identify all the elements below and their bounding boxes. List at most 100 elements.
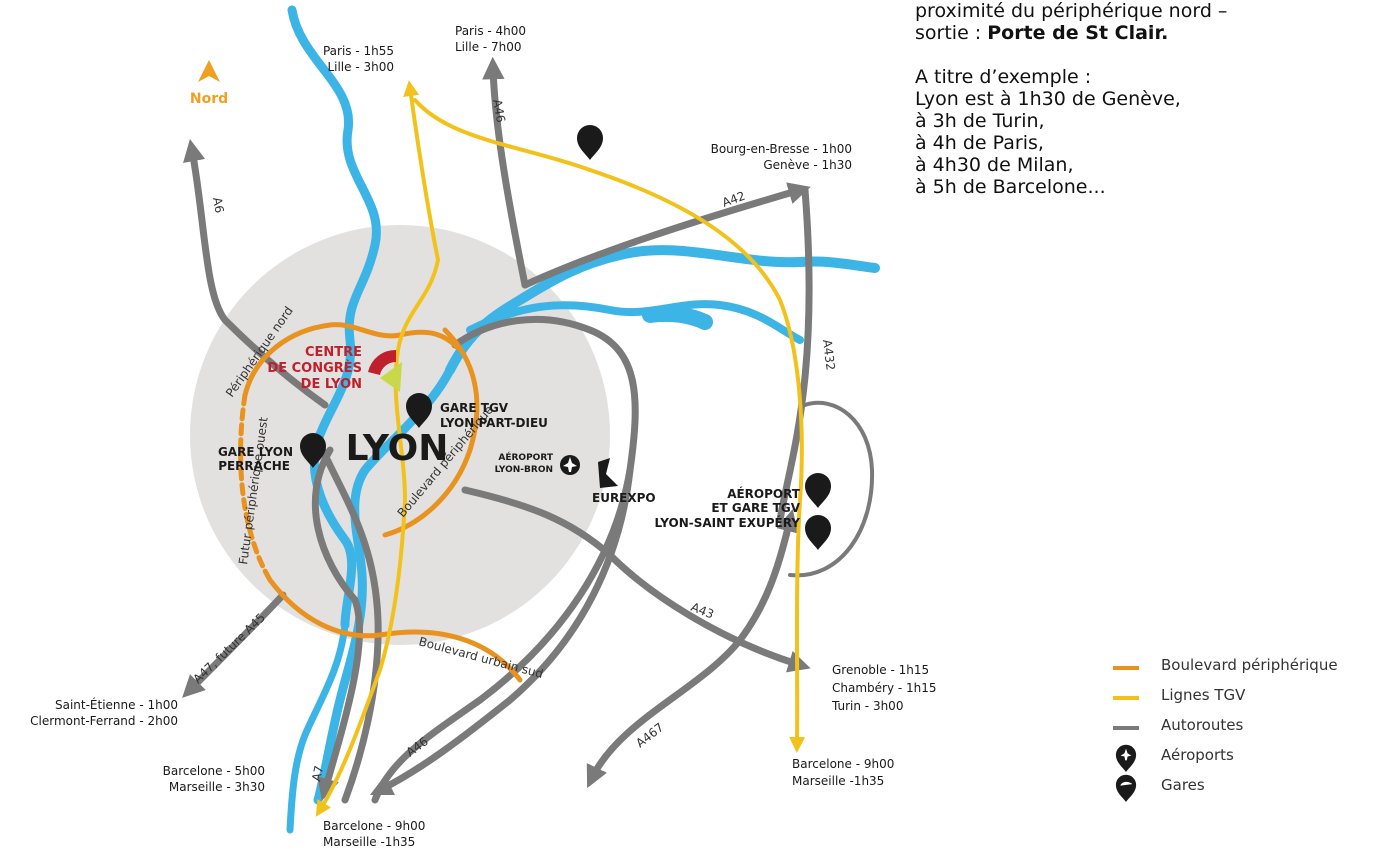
- example-item: à 4h de Paris,: [915, 132, 1044, 154]
- station-part-dieu-label-1: GARE TGV: [440, 401, 509, 415]
- legend-label: Autoroutes: [1161, 716, 1244, 734]
- dest-barcelona-east-2: Marseille -1h35: [792, 774, 884, 788]
- legend-label: Lignes TGV: [1161, 686, 1246, 704]
- dest-barcelona-west: Barcelone - 5h00 Marseille - 3h30: [163, 764, 265, 794]
- dest-barcelona-west-2: Marseille - 3h30: [169, 780, 265, 794]
- info-line-2-prefix: sortie :: [915, 22, 988, 44]
- city-label: LYON: [346, 428, 449, 469]
- example-item: Lyon est à 1h30 de Genève,: [915, 88, 1181, 110]
- congress-center-wedge: [380, 362, 402, 392]
- example-intro: A titre d’exemple :: [915, 66, 1092, 88]
- dest-barcelona-west-1: Barcelone - 5h00: [163, 764, 265, 778]
- ring-south: [267, 577, 523, 683]
- dest-grenoble-3: Turin - 3h00: [831, 699, 903, 713]
- dest-road-paris-2: Lille - 7h00: [455, 40, 522, 54]
- legend-swatch-highway: [1113, 726, 1139, 730]
- highway-a467: [586, 509, 799, 789]
- station-perrache-label-2: PERRACHE: [218, 459, 290, 473]
- legend-item-airport: Aéroports: [1105, 742, 1375, 772]
- dest-barcelona-south-2: Marseille -1h35: [323, 835, 415, 849]
- station-perrache: GARE LYON PERRACHE: [218, 433, 326, 473]
- dest-road-paris: Paris - 4h00 Lille - 7h00: [455, 24, 526, 54]
- dest-barcelona-south: Barcelone - 9h00 Marseille -1h35: [323, 819, 425, 849]
- example-item: à 4h30 de Milan,: [915, 154, 1074, 176]
- eurexpo: EUREXPO: [592, 458, 656, 505]
- congress-center-icon: [368, 349, 396, 375]
- north-arrow-icon: [198, 60, 220, 82]
- airport-bron-label-2: LYON-BRON: [495, 465, 553, 475]
- road-label-a7: A7: [309, 764, 326, 782]
- exit-name: Porte de St Clair.: [987, 22, 1169, 44]
- airport-bron-label-1: AÉROPORT: [498, 451, 553, 463]
- legend: Boulevard périphérique Lignes TGV Autoro…: [1105, 652, 1375, 802]
- legend-item-tgv: Lignes TGV: [1105, 682, 1375, 712]
- dest-saint-etienne: Saint-Étienne - 1h00 Clermont-Ferrand - …: [30, 697, 178, 728]
- legend-item-ring: Boulevard périphérique: [1105, 652, 1375, 682]
- road-label-a47: A47, future A45: [190, 610, 268, 686]
- station-part-dieu: GARE TGV LYON PART-DIEU: [406, 393, 548, 430]
- dest-saint-etienne-2: Clermont-Ferrand - 2h00: [30, 714, 178, 728]
- highway-a42: [521, 182, 811, 289]
- dest-grenoble: Grenoble - 1h15 Chambéry - 1h15 Turin - …: [831, 663, 937, 713]
- dest-road-paris-1: Paris - 4h00: [455, 24, 526, 38]
- train-pin-icon: [1115, 774, 1137, 802]
- highway-a7-inner: [314, 436, 382, 804]
- dest-tgv-paris-2: Lille - 3h00: [327, 60, 394, 74]
- access-map: Nord CENTRE DE CONGRÈS DE LYON LYON Péri…: [30, 5, 937, 849]
- legend-swatch-ring: [1113, 666, 1139, 670]
- road-label-a6: A6: [210, 196, 227, 214]
- congress-label-1: CENTRE: [305, 345, 362, 360]
- legend-label: Aéroports: [1161, 746, 1234, 764]
- stexupery-label-3: LYON-SAINT EXUPÉRY: [654, 515, 800, 530]
- train-pin-icon: [805, 515, 831, 550]
- road-label-a46-north: A46: [490, 98, 508, 124]
- river-rhone-south: [313, 365, 455, 805]
- dest-bourg-1: Bourg-en-Bresse - 1h00: [711, 142, 852, 156]
- legend-item-highway: Autoroutes: [1105, 712, 1375, 742]
- dest-barcelona-south-1: Barcelone - 9h00: [323, 819, 425, 833]
- dest-tgv-paris: Paris - 1h55 Lille - 3h00: [323, 44, 394, 74]
- north-label: Nord: [190, 91, 228, 107]
- legend-label: Gares: [1161, 776, 1205, 794]
- river-south-branch: [286, 621, 349, 834]
- road-label-a432: A432: [820, 339, 838, 372]
- train-pin-icon: [577, 125, 603, 160]
- dest-bourg-2: Genève - 1h30: [763, 158, 852, 172]
- ring-nord: [242, 322, 461, 398]
- legend-label: Boulevard périphérique: [1161, 656, 1338, 674]
- eurexpo-label: EUREXPO: [592, 491, 656, 505]
- dest-saint-etienne-1: Saint-Étienne - 1h00: [55, 697, 178, 712]
- congress-label-2: DE CONGRÈS: [267, 360, 362, 376]
- highway-a46-south: [369, 466, 634, 796]
- highway-a7-south: [311, 446, 364, 801]
- station-perrache-label-1: GARE LYON: [218, 445, 293, 459]
- highway-a6: [183, 138, 329, 409]
- stexupery-label-2: ET GARE TGV: [711, 501, 800, 515]
- info-line-2: sortie : Porte de St Clair.: [915, 22, 1370, 44]
- rivers: [286, 5, 880, 834]
- river-rhone-blob: [642, 305, 713, 330]
- dest-grenoble-1: Grenoble - 1h15: [832, 663, 929, 677]
- north-arrow: Nord: [190, 60, 228, 107]
- congress-center: CENTRE DE CONGRÈS DE LYON: [267, 345, 402, 392]
- ring-boulevard-east: [382, 327, 480, 538]
- tgv-line-north: [403, 80, 440, 262]
- airport-pin-icon: [1115, 744, 1137, 772]
- highway-a47: [182, 591, 287, 698]
- info-spacer: [915, 44, 1370, 66]
- tgv-lines: [315, 80, 806, 817]
- airport-bron: AÉROPORT LYON-BRON: [495, 451, 580, 475]
- legend-item-station: Gares: [1105, 772, 1375, 802]
- highway-a46-north: [482, 56, 529, 289]
- dest-barcelona-east-1: Barcelone - 9h00: [792, 757, 894, 771]
- plane-glyph-icon: [563, 457, 577, 472]
- example-item: à 5h de Barcelone...: [915, 176, 1106, 198]
- ring-roads: [238, 322, 523, 683]
- tgv-line-east: [413, 98, 806, 753]
- dest-grenoble-2: Chambéry - 1h15: [832, 681, 937, 695]
- congress-label-3: DE LYON: [301, 377, 362, 392]
- river-saone: [287, 5, 381, 630]
- stexupery-label-1: AÉROPORT: [727, 486, 801, 501]
- highway-a432-loop: [788, 400, 875, 578]
- station-part-dieu-label-2: LYON PART-DIEU: [440, 416, 548, 430]
